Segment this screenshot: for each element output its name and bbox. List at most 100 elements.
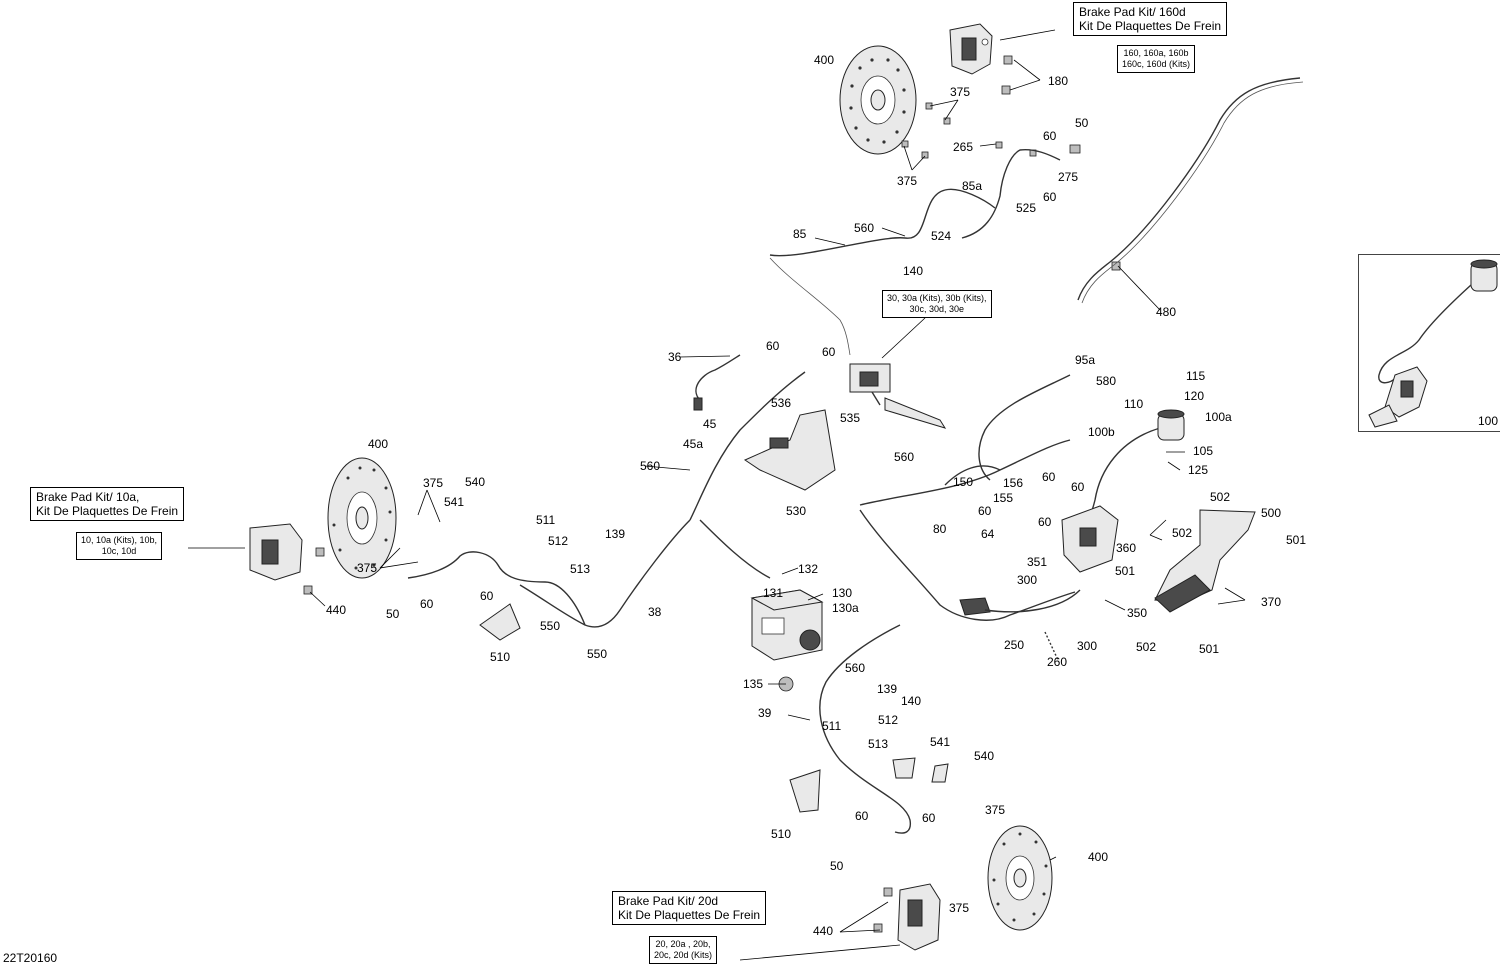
part-callout-105: 105 (1193, 444, 1213, 458)
part-callout-400: 400 (1088, 850, 1108, 864)
part-callout-560: 560 (845, 661, 865, 675)
kit-refs-master-cylinder: 30, 30a (Kits), 30b (Kits), 30c, 30d, 30… (882, 290, 992, 318)
part-callout-135: 135 (743, 677, 763, 691)
part-callout-130: 130 (832, 586, 852, 600)
part-callout-501: 501 (1199, 642, 1219, 656)
part-callout-50: 50 (1075, 116, 1089, 130)
part-callout-351: 351 (1027, 555, 1047, 569)
kit-refs-line: 20c, 20d (Kits) (654, 950, 713, 960)
part-callout-60: 60 (1042, 470, 1056, 484)
kit-title-fr: Kit De Plaquettes De Frein (1079, 19, 1222, 33)
bracket-510-lower-icon (789, 769, 821, 813)
part-callout-60: 60 (420, 597, 434, 611)
part-callout-530: 530 (786, 504, 806, 518)
part-callout-60: 60 (766, 339, 780, 353)
part-callout-120: 120 (1184, 389, 1204, 403)
part-callout-501: 501 (1286, 533, 1306, 547)
part-callout-85a: 85a (962, 179, 982, 193)
part-callout-60: 60 (922, 811, 936, 825)
part-callout-502: 502 (1136, 640, 1156, 654)
part-callout-130a: 130a (832, 601, 859, 615)
brake-disc-rear-icon (839, 45, 917, 155)
part-callout-550: 550 (587, 647, 607, 661)
part-callout-350: 350 (1127, 606, 1147, 620)
part-callout-265: 265 (953, 140, 973, 154)
part-callout-513: 513 (570, 562, 590, 576)
part-callout-510: 510 (771, 827, 791, 841)
part-callout-85: 85 (793, 227, 807, 241)
bracket-510-icon (479, 603, 521, 641)
brake-disc-front-right-icon (987, 825, 1053, 931)
part-callout-139: 139 (605, 527, 625, 541)
part-callout-524: 524 (931, 229, 951, 243)
abs-bracket-icon (743, 409, 836, 491)
part-callout-45: 45 (703, 417, 717, 431)
callout-labels: 40037537526560502756085a5255245608514018… (326, 53, 1306, 938)
inset-panel: 100 (1358, 254, 1500, 432)
inset-label: 100 (1477, 414, 1498, 428)
part-callout-140: 140 (901, 694, 921, 708)
rear-master-cylinder-icon (1061, 505, 1119, 573)
kit-refs-line: 10, 10a (Kits), 10b, (81, 535, 158, 545)
kit-refs-rear: 160, 160a, 160b 160c, 160d (Kits) (1117, 45, 1196, 73)
caliper-front-left-icon (249, 523, 325, 595)
part-callout-60: 60 (978, 504, 992, 518)
part-callout-36: 36 (668, 350, 682, 364)
bolt-icon (901, 55, 1121, 271)
part-callout-132: 132 (798, 562, 818, 576)
bracket-541-lower-icon (892, 757, 949, 783)
part-callout-360: 360 (1116, 541, 1136, 555)
part-callout-64: 64 (981, 527, 995, 541)
part-callout-375: 375 (950, 85, 970, 99)
kit-box-rear: Brake Pad Kit/ 160d Kit De Plaquettes De… (1073, 2, 1228, 36)
part-callout-250: 250 (1004, 638, 1024, 652)
part-callout-125: 125 (1188, 463, 1208, 477)
part-callout-560: 560 (894, 450, 914, 464)
part-callout-375: 375 (357, 561, 377, 575)
master-cylinder-icon (849, 363, 947, 429)
master-cylinder-inset-icon (1368, 259, 1498, 428)
part-callout-60: 60 (855, 809, 869, 823)
part-callout-60: 60 (822, 345, 836, 359)
part-callout-400: 400 (368, 437, 388, 451)
part-callout-541: 541 (930, 735, 950, 749)
part-callout-550: 550 (540, 619, 560, 633)
part-callout-512: 512 (548, 534, 568, 548)
part-callout-501: 501 (1115, 564, 1135, 578)
part-callout-375: 375 (949, 901, 969, 915)
part-callout-275: 275 (1058, 170, 1078, 184)
part-callout-440: 440 (813, 924, 833, 938)
kit-title-en: Brake Pad Kit/ 160d (1079, 5, 1186, 19)
part-callout-60: 60 (1043, 190, 1057, 204)
part-callout-480: 480 (1156, 305, 1176, 319)
part-callout-500: 500 (1261, 506, 1281, 520)
kit-refs-line: 30c, 30d, 30e (909, 304, 965, 314)
part-callout-536: 536 (771, 396, 791, 410)
part-callout-300: 300 (1017, 573, 1037, 587)
part-callout-525: 525 (1016, 201, 1036, 215)
kit-title-en: Brake Pad Kit/ 10a, (36, 490, 140, 504)
part-callout-150: 150 (953, 475, 973, 489)
pedal-bracket-icon (1154, 509, 1256, 613)
reservoir-icon (1157, 409, 1185, 441)
part-callout-510: 510 (490, 650, 510, 664)
kit-refs-line: 160, 160a, 160b (1123, 48, 1189, 58)
kit-refs-front-right: 20, 20a , 20b, 20c, 20d (Kits) (649, 936, 718, 964)
kit-box-front-right: Brake Pad Kit/ 20d Kit De Plaquettes De … (612, 891, 767, 925)
part-callout-60: 60 (1038, 515, 1052, 529)
kit-title-fr: Kit De Plaquettes De Frein (36, 504, 179, 518)
brake-disc-front-left-icon (327, 457, 397, 579)
part-callout-502: 502 (1172, 526, 1192, 540)
kit-box-front-left: Brake Pad Kit/ 10a, Kit De Plaquettes De… (30, 487, 185, 521)
part-callout-440: 440 (326, 603, 346, 617)
part-callout-156: 156 (1003, 476, 1023, 490)
part-callout-50: 50 (830, 859, 844, 873)
part-callout-95a: 95a (1075, 353, 1095, 367)
part-callout-45a: 45a (683, 437, 703, 451)
part-callout-115: 115 (1186, 369, 1205, 383)
part-callout-375: 375 (985, 803, 1005, 817)
part-callout-535: 535 (840, 411, 860, 425)
part-callout-540: 540 (974, 749, 994, 763)
kit-refs-line: 20, 20a , 20b, (655, 939, 711, 949)
